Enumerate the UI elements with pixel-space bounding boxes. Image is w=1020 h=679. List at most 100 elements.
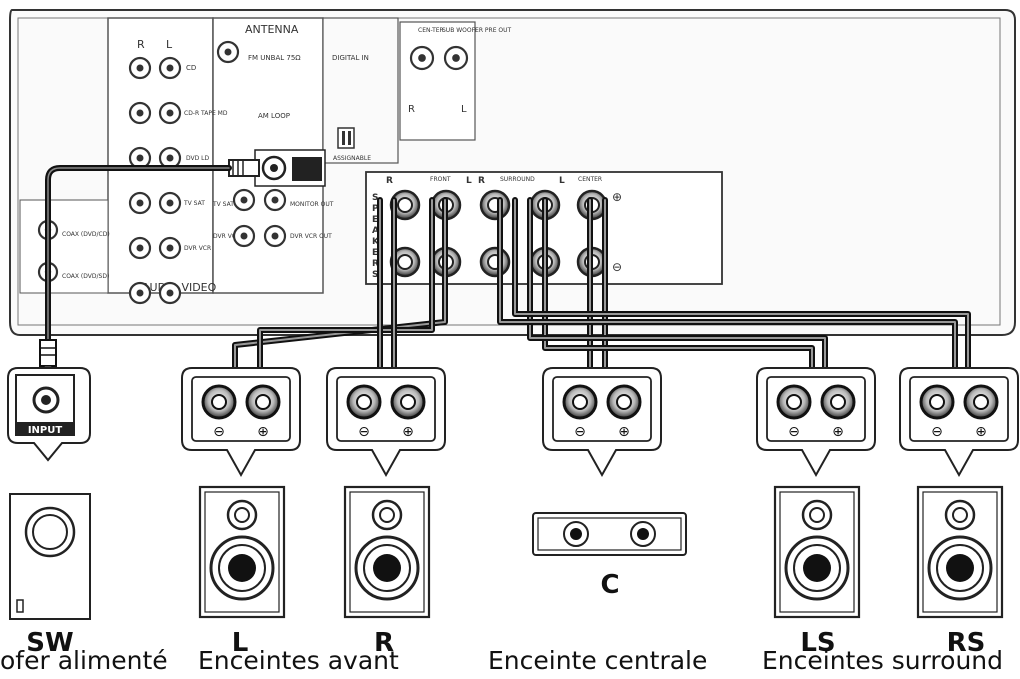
speaker-name-front: Enceintes avant	[198, 646, 399, 675]
monitor-out-label: MONITOR OUT	[290, 201, 334, 208]
speakers-letter: S	[372, 270, 378, 280]
speaker-code-c: C	[600, 570, 620, 600]
input-label-dvd: DVD LD	[186, 155, 209, 162]
rca-jack-center	[136, 64, 144, 72]
subwoofer-preout-jack	[228, 149, 326, 187]
woofer-dustcap	[946, 554, 974, 582]
center-speaker	[532, 512, 687, 556]
speaker-name-subwoofer: ofer alimenté	[0, 646, 168, 675]
rca-jack-center	[166, 244, 174, 252]
rca-jack-center	[136, 154, 144, 162]
minus-sign: ⊖	[213, 424, 225, 440]
terminal-callout-surround-left: ⊖⊕	[756, 367, 876, 478]
preout-panel	[399, 21, 476, 141]
rca-jack-center	[166, 64, 174, 72]
binding-post-hole	[786, 394, 802, 410]
rca-jack-center	[166, 199, 174, 207]
rca-jack-center	[240, 196, 248, 204]
terminal-callout-front-right: ⊖⊕	[326, 367, 446, 478]
binding-post-hole	[616, 394, 632, 410]
rca-jack-center	[452, 54, 460, 62]
speaker-code-ls: LS	[800, 628, 836, 658]
col-r-label: R	[137, 38, 145, 51]
binding-post-hole	[255, 394, 271, 410]
rca-jack-center	[136, 109, 144, 117]
surround-right-speaker	[916, 485, 1004, 619]
center-preout-label: CEN-TER	[418, 27, 444, 34]
terminal-l-label: L	[466, 176, 472, 186]
terminal-minus-sign: ⊖	[612, 260, 622, 274]
speakers-letter: K	[372, 237, 380, 247]
binding-post-hole	[397, 197, 413, 213]
center-label: CENTER	[578, 176, 602, 183]
preout-l-label: L	[461, 104, 467, 115]
front-right-speaker	[343, 485, 431, 619]
binding-post-hole	[929, 394, 945, 410]
terminal-callouts: ⊖⊕⊖⊕⊖⊕⊖⊕⊖⊕	[181, 367, 1019, 478]
digital-in-label: DIGITAL IN	[332, 54, 369, 62]
binding-post-hole	[397, 254, 413, 270]
col-l-label: L	[166, 38, 173, 51]
input-label-dvr: DVR VCR	[184, 245, 211, 252]
rca-jack-center	[166, 154, 174, 162]
rca-jack-center	[166, 289, 174, 297]
binding-post-hole	[572, 394, 588, 410]
coax-2-label: COAX (DVD/SD)	[62, 273, 109, 280]
rca-jack-center	[166, 109, 174, 117]
speakers-letter: A	[372, 226, 379, 236]
rca-jack-center	[136, 199, 144, 207]
rca-jack-center	[418, 54, 426, 62]
speaker-code-sw: SW	[26, 628, 74, 658]
rca-jack-center	[271, 232, 279, 240]
terminal-callout-front-left: ⊖⊕	[181, 367, 301, 478]
surround-left-speaker	[773, 485, 861, 619]
input-label-cd: CD	[186, 64, 196, 72]
front-left-speaker	[198, 485, 286, 619]
binding-post-hole	[830, 394, 846, 410]
terminal-callout-surround-right: ⊖⊕	[899, 367, 1019, 478]
speaker-code-rs: RS	[946, 628, 986, 658]
surround-label: SURROUND	[500, 176, 535, 183]
am-loop-label: AM LOOP	[258, 112, 290, 120]
binding-post-hole	[973, 394, 989, 410]
antenna-label: ANTENNA	[245, 23, 299, 36]
terminal-plus-sign: ⊕	[612, 190, 622, 204]
plus-sign: ⊕	[832, 424, 844, 440]
speaker-cables	[45, 165, 971, 398]
subwoofer-input-callout: INPUT	[7, 367, 91, 462]
dvr-vcr-in-label: DVR VCR IN	[213, 233, 248, 240]
input-label: INPUT	[28, 425, 63, 436]
speakers-letter: E	[372, 215, 378, 225]
speakers-letter: R	[372, 259, 379, 269]
plus-sign: ⊕	[402, 424, 414, 440]
binding-post-hole	[211, 394, 227, 410]
fm-label: FM UNBAL 75Ω	[248, 54, 301, 62]
speaker-code-l: L	[231, 628, 249, 658]
rca-jack-center	[136, 244, 144, 252]
woofer-dustcap	[803, 554, 831, 582]
preout-r-label: R	[408, 104, 415, 115]
plus-sign: ⊕	[257, 424, 269, 440]
terminal-r2-label: R	[478, 176, 485, 186]
binding-post-hole	[400, 394, 416, 410]
coax-1-label: COAX (DVD/CD)	[62, 231, 110, 238]
speaker-name-center: Enceinte centrale	[488, 646, 708, 675]
minus-sign: ⊖	[574, 424, 586, 440]
rca-jack-center	[271, 196, 279, 204]
woofer-dustcap	[228, 554, 256, 582]
speaker-code-r: R	[373, 628, 395, 658]
coax-panel	[19, 199, 109, 294]
speakers-letter: S	[372, 193, 378, 203]
assignable-label: ASSIGNABLE	[333, 155, 371, 162]
minus-sign: ⊖	[358, 424, 370, 440]
tweeter-dome	[952, 507, 968, 523]
rca-jack-center	[136, 289, 144, 297]
plus-sign: ⊕	[975, 424, 987, 440]
front-label: FRONT	[430, 176, 451, 183]
tweeter-dome	[809, 507, 825, 523]
dvr-vcr-out-label: DVR VCR OUT	[290, 233, 332, 240]
rca-jack-grid	[37, 40, 469, 305]
minus-sign: ⊖	[931, 424, 943, 440]
